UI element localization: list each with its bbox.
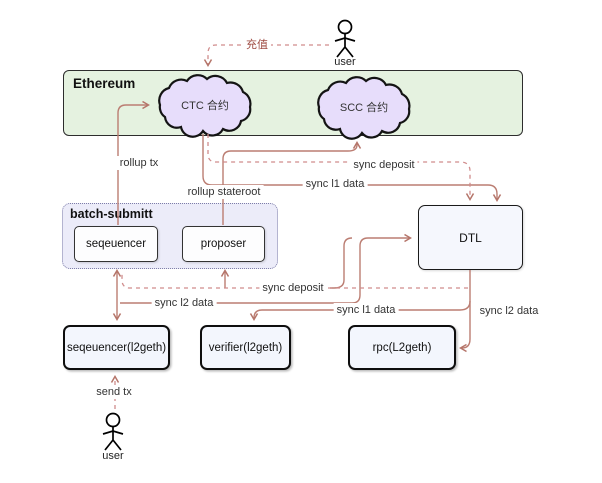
bottom-user-icon [102, 412, 124, 451]
edge-label-rollup-tx: rollup tx [116, 156, 162, 170]
edge-label-sync-deposit-top: sync deposit [350, 158, 418, 172]
node-l2-sequencer: seqeuencer(l2geth) [63, 325, 170, 370]
top-user-label: user [334, 56, 356, 68]
edge-label-sync-deposit-mid: sync deposit [259, 281, 327, 295]
node-dtl: DTL [418, 205, 523, 270]
scc-contract-label: SCC 合约 [339, 102, 389, 114]
ctc-contract-label: CTC 合约 [181, 100, 229, 112]
node-l2-verifier: verifier(l2geth) [200, 325, 291, 370]
edge-sync-deposit-into-dtl-branch [330, 237, 353, 289]
ethereum-title: Ethereum [73, 76, 136, 91]
node-proposer: proposer [182, 226, 265, 262]
edge-label-sync-l2-right: sync l2 data [476, 304, 542, 318]
edge-label-send-tx: send tx [93, 385, 135, 399]
edge-label-sync-l1-mid: sync l1 data [333, 303, 399, 317]
edge-label-sync-l2-left: sync l2 data [151, 296, 217, 310]
node-sequencer: seqeuencer [74, 226, 158, 262]
edge-dtl-to-rpc [459, 270, 471, 353]
edge-label-recharge: 充值 [243, 38, 271, 52]
bottom-user-label: user [102, 450, 124, 462]
edge-label-sync-l1-top: sync l1 data [302, 177, 368, 191]
top-user-icon [334, 19, 356, 58]
batch-submitter-title: batch-submitt [70, 207, 153, 221]
edge-label-rollup-stateroot: rollup stateroot [184, 185, 264, 199]
node-l2-rpc: rpc(L2geth) [348, 325, 456, 370]
